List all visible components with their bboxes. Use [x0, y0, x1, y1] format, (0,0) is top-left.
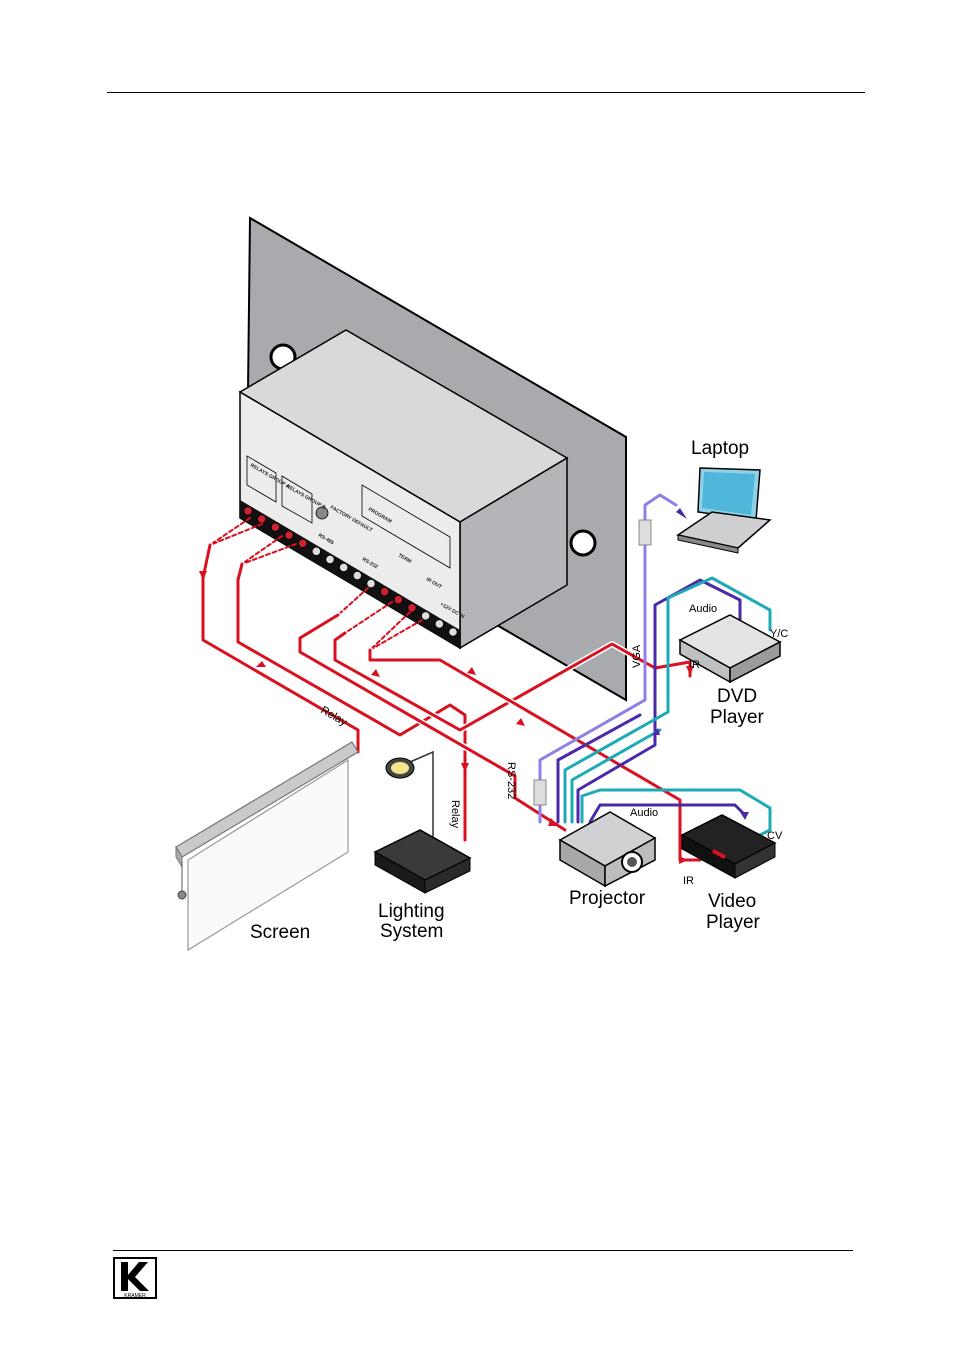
terminal-screw: [367, 579, 375, 587]
laptop-device: [678, 468, 770, 553]
terminal-screw: [449, 628, 457, 636]
terminal-screw: [285, 531, 293, 539]
label-screen: Screen: [250, 922, 310, 943]
label-projector: Projector: [569, 888, 646, 909]
dvd-player-device: [680, 615, 780, 682]
terminal-screw: [435, 620, 443, 628]
terminal-screw: [408, 604, 416, 612]
cable-label-audio-dvd: Audio: [689, 603, 717, 615]
label-dvd-line1: DVD: [717, 686, 757, 707]
projection-screen: [176, 742, 358, 950]
terminal-screw: [421, 612, 429, 620]
terminal-screw: [380, 587, 388, 595]
terminal-screw: [244, 507, 252, 515]
cable-label-yc: Y/C: [770, 628, 788, 640]
video-player-device: [682, 815, 775, 878]
projector-device: [560, 812, 655, 886]
footer-rule: [113, 1250, 853, 1251]
label-lighting-line1: Lighting: [378, 901, 445, 922]
terminal-screw: [312, 547, 320, 555]
terminal-screw: [353, 571, 361, 579]
cable-label-audio-video: Audio: [630, 807, 658, 819]
svg-text:KRAMER: KRAMER: [124, 1293, 146, 1299]
terminal-screw: [326, 555, 334, 563]
cable-label-cv: CV: [767, 830, 783, 842]
terminal-screw: [394, 596, 402, 604]
label-laptop: Laptop: [691, 438, 749, 459]
cable-label-ir-video: IR: [683, 875, 694, 887]
terminal-screw: [339, 563, 347, 571]
cable-label-relay-screen: Relay: [319, 704, 350, 729]
terminal-screw: [257, 515, 265, 523]
terminal-screw: [298, 539, 306, 547]
cable-label-relay-lighting: Relay: [449, 800, 461, 829]
terminal-screw: [271, 523, 279, 531]
label-dvd-line2: Player: [710, 707, 765, 728]
cable-label-vga: VGA: [631, 644, 643, 668]
mounting-hole-right: [571, 531, 595, 555]
kramer-logo: KRAMER: [113, 1257, 157, 1299]
cable-ir-video: [370, 650, 700, 860]
cable-label-rs232: RS-232: [505, 762, 517, 799]
label-video-line1: Video: [708, 891, 756, 912]
label-lighting-line2: System: [380, 921, 443, 942]
cable-label-ir-dvd: IR: [689, 659, 700, 671]
label-video-line2: Player: [706, 912, 761, 933]
